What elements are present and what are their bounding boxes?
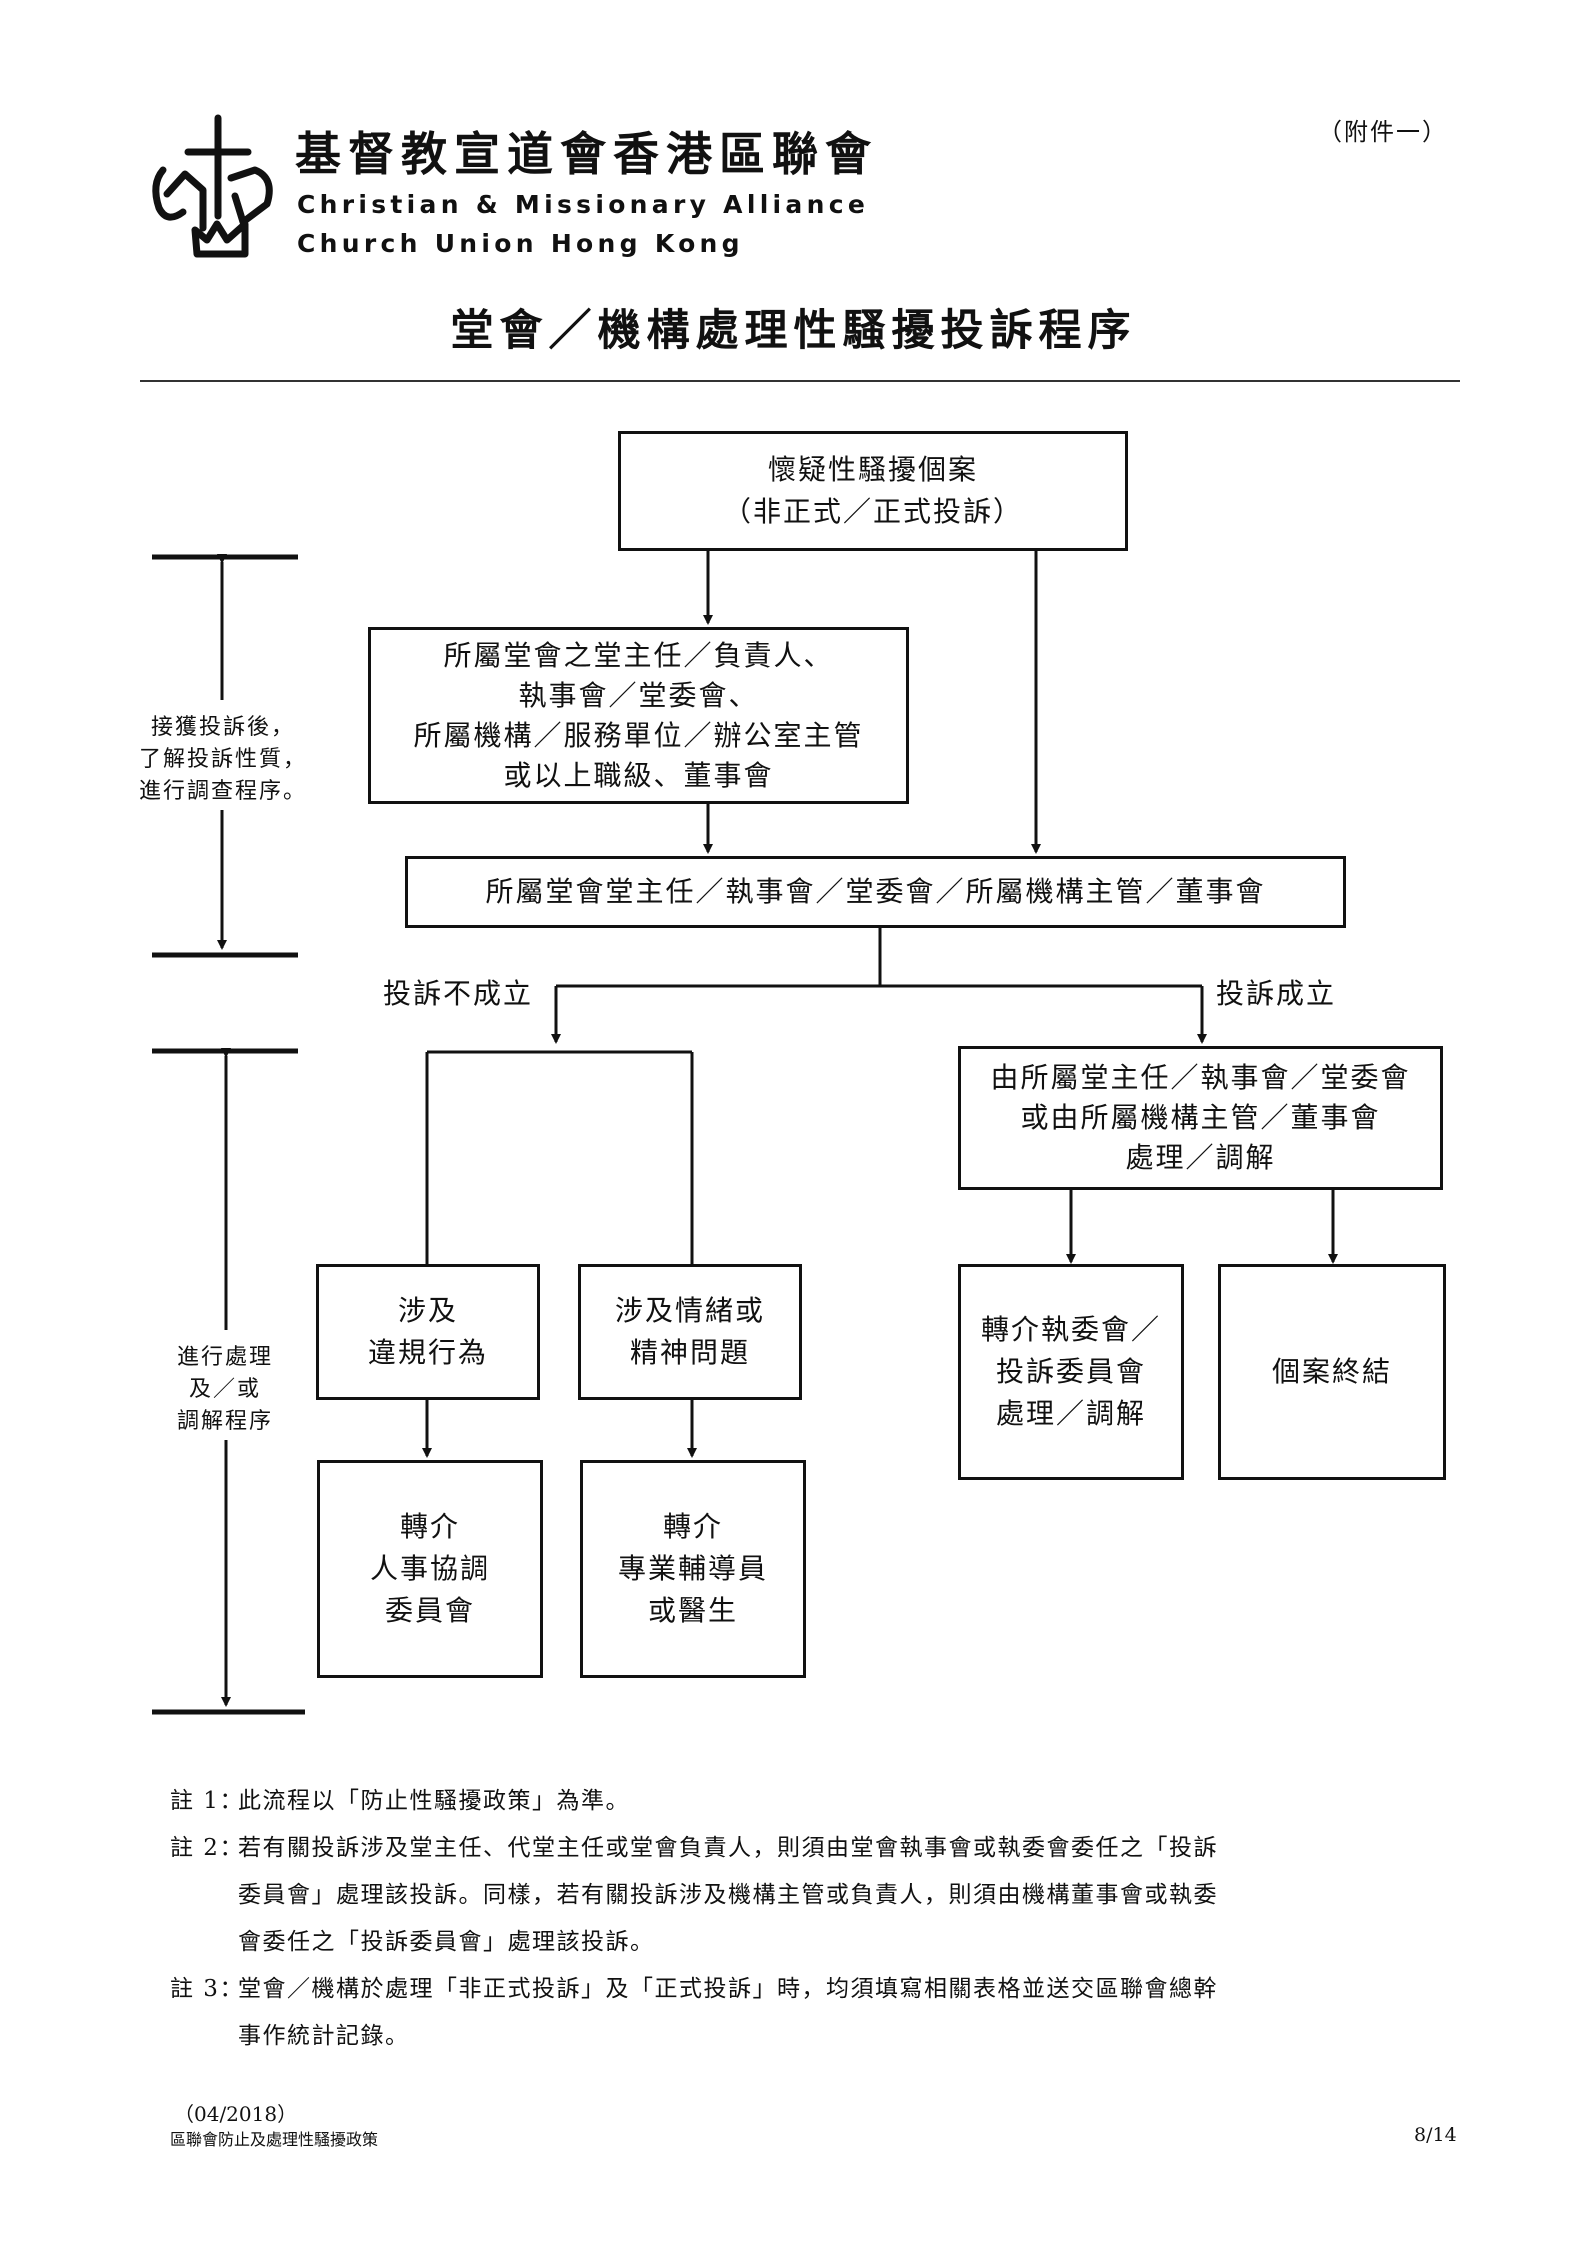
box-line: （非正式／正式投訴） bbox=[722, 495, 1023, 528]
box-line: 處理／調解 bbox=[1125, 1141, 1276, 1174]
phase-line: 調解程序 bbox=[176, 1409, 273, 1434]
box-line: 懷疑性騷擾個案 bbox=[767, 453, 978, 486]
box-line: 違規行為 bbox=[367, 1336, 488, 1369]
box-line: 所屬機構／服務單位／辦公室主管 bbox=[413, 718, 864, 752]
footer-doc-name: 區聯會防止及處理性騷擾政策 bbox=[170, 2130, 379, 2149]
notes-section: 註 1： 此流程以「防止性騷擾政策」為準。 註 2： 若有關投訴涉及堂主任、代堂… bbox=[170, 1778, 1230, 2060]
org-name-english-line2: Church Union Hong Kong bbox=[297, 229, 744, 258]
note-2: 註 2： 若有關投訴涉及堂主任、代堂主任或堂會負責人，則須由堂會執事會或執委會委… bbox=[170, 1825, 1230, 1966]
note-label: 註 1： bbox=[170, 1788, 244, 1814]
note-text: 此流程以「防止性騷擾政策」為準。 bbox=[238, 1788, 630, 1814]
box-line: 投訴委員會 bbox=[995, 1355, 1146, 1388]
decision-body-box: 所屬堂會堂主任／執事會／堂委會／所屬機構主管／董事會 bbox=[405, 856, 1346, 928]
box-line: 轉介 bbox=[662, 1510, 723, 1543]
phase-line: 進行調查程序。 bbox=[138, 779, 307, 804]
note-text: 堂會／機構於處理「非正式投訴」及「正式投訴」時，均須填寫相關表格並送交區聯會總幹… bbox=[238, 1976, 1218, 2049]
box-line: 所屬堂會之堂主任／負責人、 bbox=[443, 638, 834, 672]
box-line: 精神問題 bbox=[629, 1336, 750, 1369]
document-title: 堂會／機構處理性騷擾投訴程序 bbox=[450, 306, 1137, 356]
phase-label-investigation: 接獲投訴後， 了解投訴性質， 進行調查程序。 bbox=[118, 712, 328, 808]
attachment-label: （附件一） bbox=[1318, 118, 1448, 146]
phase-line: 進行處理 bbox=[176, 1345, 273, 1370]
cma-logo-icon bbox=[152, 114, 273, 258]
case-closed-box: 個案終結 bbox=[1218, 1264, 1446, 1480]
branch-label-founded: 投訴成立 bbox=[1216, 977, 1337, 1010]
violation-box: 涉及 違規行為 bbox=[316, 1264, 540, 1400]
box-line: 或由所屬機構主管／董事會 bbox=[1020, 1101, 1381, 1134]
box-line: 轉介 bbox=[399, 1510, 460, 1543]
box-line: 所屬堂會堂主任／執事會／堂委會／所屬機構主管／董事會 bbox=[485, 875, 1266, 908]
phase-label-handling: 進行處理 及／或 調解程序 bbox=[130, 1342, 320, 1438]
org-name-english-line1: Christian & Missionary Alliance bbox=[297, 190, 870, 219]
box-line: 處理／調解 bbox=[995, 1397, 1146, 1430]
note-text: 若有關投訴涉及堂主任、代堂主任或堂會負責人，則須由堂會執事會或執委會委任之「投訴… bbox=[238, 1835, 1218, 1955]
refer-executive-box: 轉介執委會／ 投訴委員會 處理／調解 bbox=[958, 1264, 1184, 1480]
box-line: 或醫生 bbox=[647, 1594, 738, 1627]
org-name-chinese: 基督教宣道會香港區聯會 bbox=[295, 127, 878, 181]
box-line: 轉介執委會／ bbox=[980, 1313, 1161, 1346]
responsible-party-box: 所屬堂會之堂主任／負責人、 執事會／堂委會、 所屬機構／服務單位／辦公室主管 或… bbox=[368, 627, 909, 804]
refer-hr-committee-box: 轉介 人事協調 委員會 bbox=[317, 1460, 543, 1678]
box-line: 個案終結 bbox=[1271, 1355, 1392, 1388]
note-3: 註 3： 堂會／機構於處理「非正式投訴」及「正式投訴」時，均須填寫相關表格並送交… bbox=[170, 1966, 1230, 2060]
box-line: 執事會／堂委會、 bbox=[518, 678, 759, 712]
box-line: 人事協調 bbox=[369, 1552, 490, 1585]
emotional-issue-box: 涉及情緒或 精神問題 bbox=[578, 1264, 802, 1400]
box-line: 專業輔導員 bbox=[617, 1552, 768, 1585]
phase-line: 接獲投訴後， bbox=[150, 715, 295, 740]
suspected-case-box: 懷疑性騷擾個案 （非正式／正式投訴） bbox=[618, 431, 1128, 551]
branch-label-unfounded: 投訴不成立 bbox=[383, 977, 534, 1010]
footer-date: （04/2018） bbox=[174, 2102, 298, 2126]
phase-line: 了解投訴性質， bbox=[138, 747, 307, 772]
box-line: 涉及情緒或 bbox=[614, 1294, 765, 1327]
box-line: 或以上職級、董事會 bbox=[503, 758, 774, 792]
box-line: 委員會 bbox=[384, 1594, 475, 1627]
note-1: 註 1： 此流程以「防止性騷擾政策」為準。 bbox=[170, 1778, 1230, 1825]
handle-mediate-box: 由所屬堂主任／執事會／堂委會 或由所屬機構主管／董事會 處理／調解 bbox=[958, 1046, 1443, 1190]
refer-counsellor-box: 轉介 專業輔導員 或醫生 bbox=[580, 1460, 806, 1678]
flow-connectors bbox=[152, 550, 1338, 1715]
title-rule bbox=[140, 380, 1460, 382]
phase-line: 及／或 bbox=[188, 1377, 261, 1402]
page-number: 8/14 bbox=[1414, 2124, 1457, 2146]
box-line: 由所屬堂主任／執事會／堂委會 bbox=[990, 1061, 1411, 1094]
note-label: 註 3： bbox=[170, 1976, 244, 2002]
note-label: 註 2： bbox=[170, 1835, 244, 1861]
box-line: 涉及 bbox=[397, 1294, 458, 1327]
